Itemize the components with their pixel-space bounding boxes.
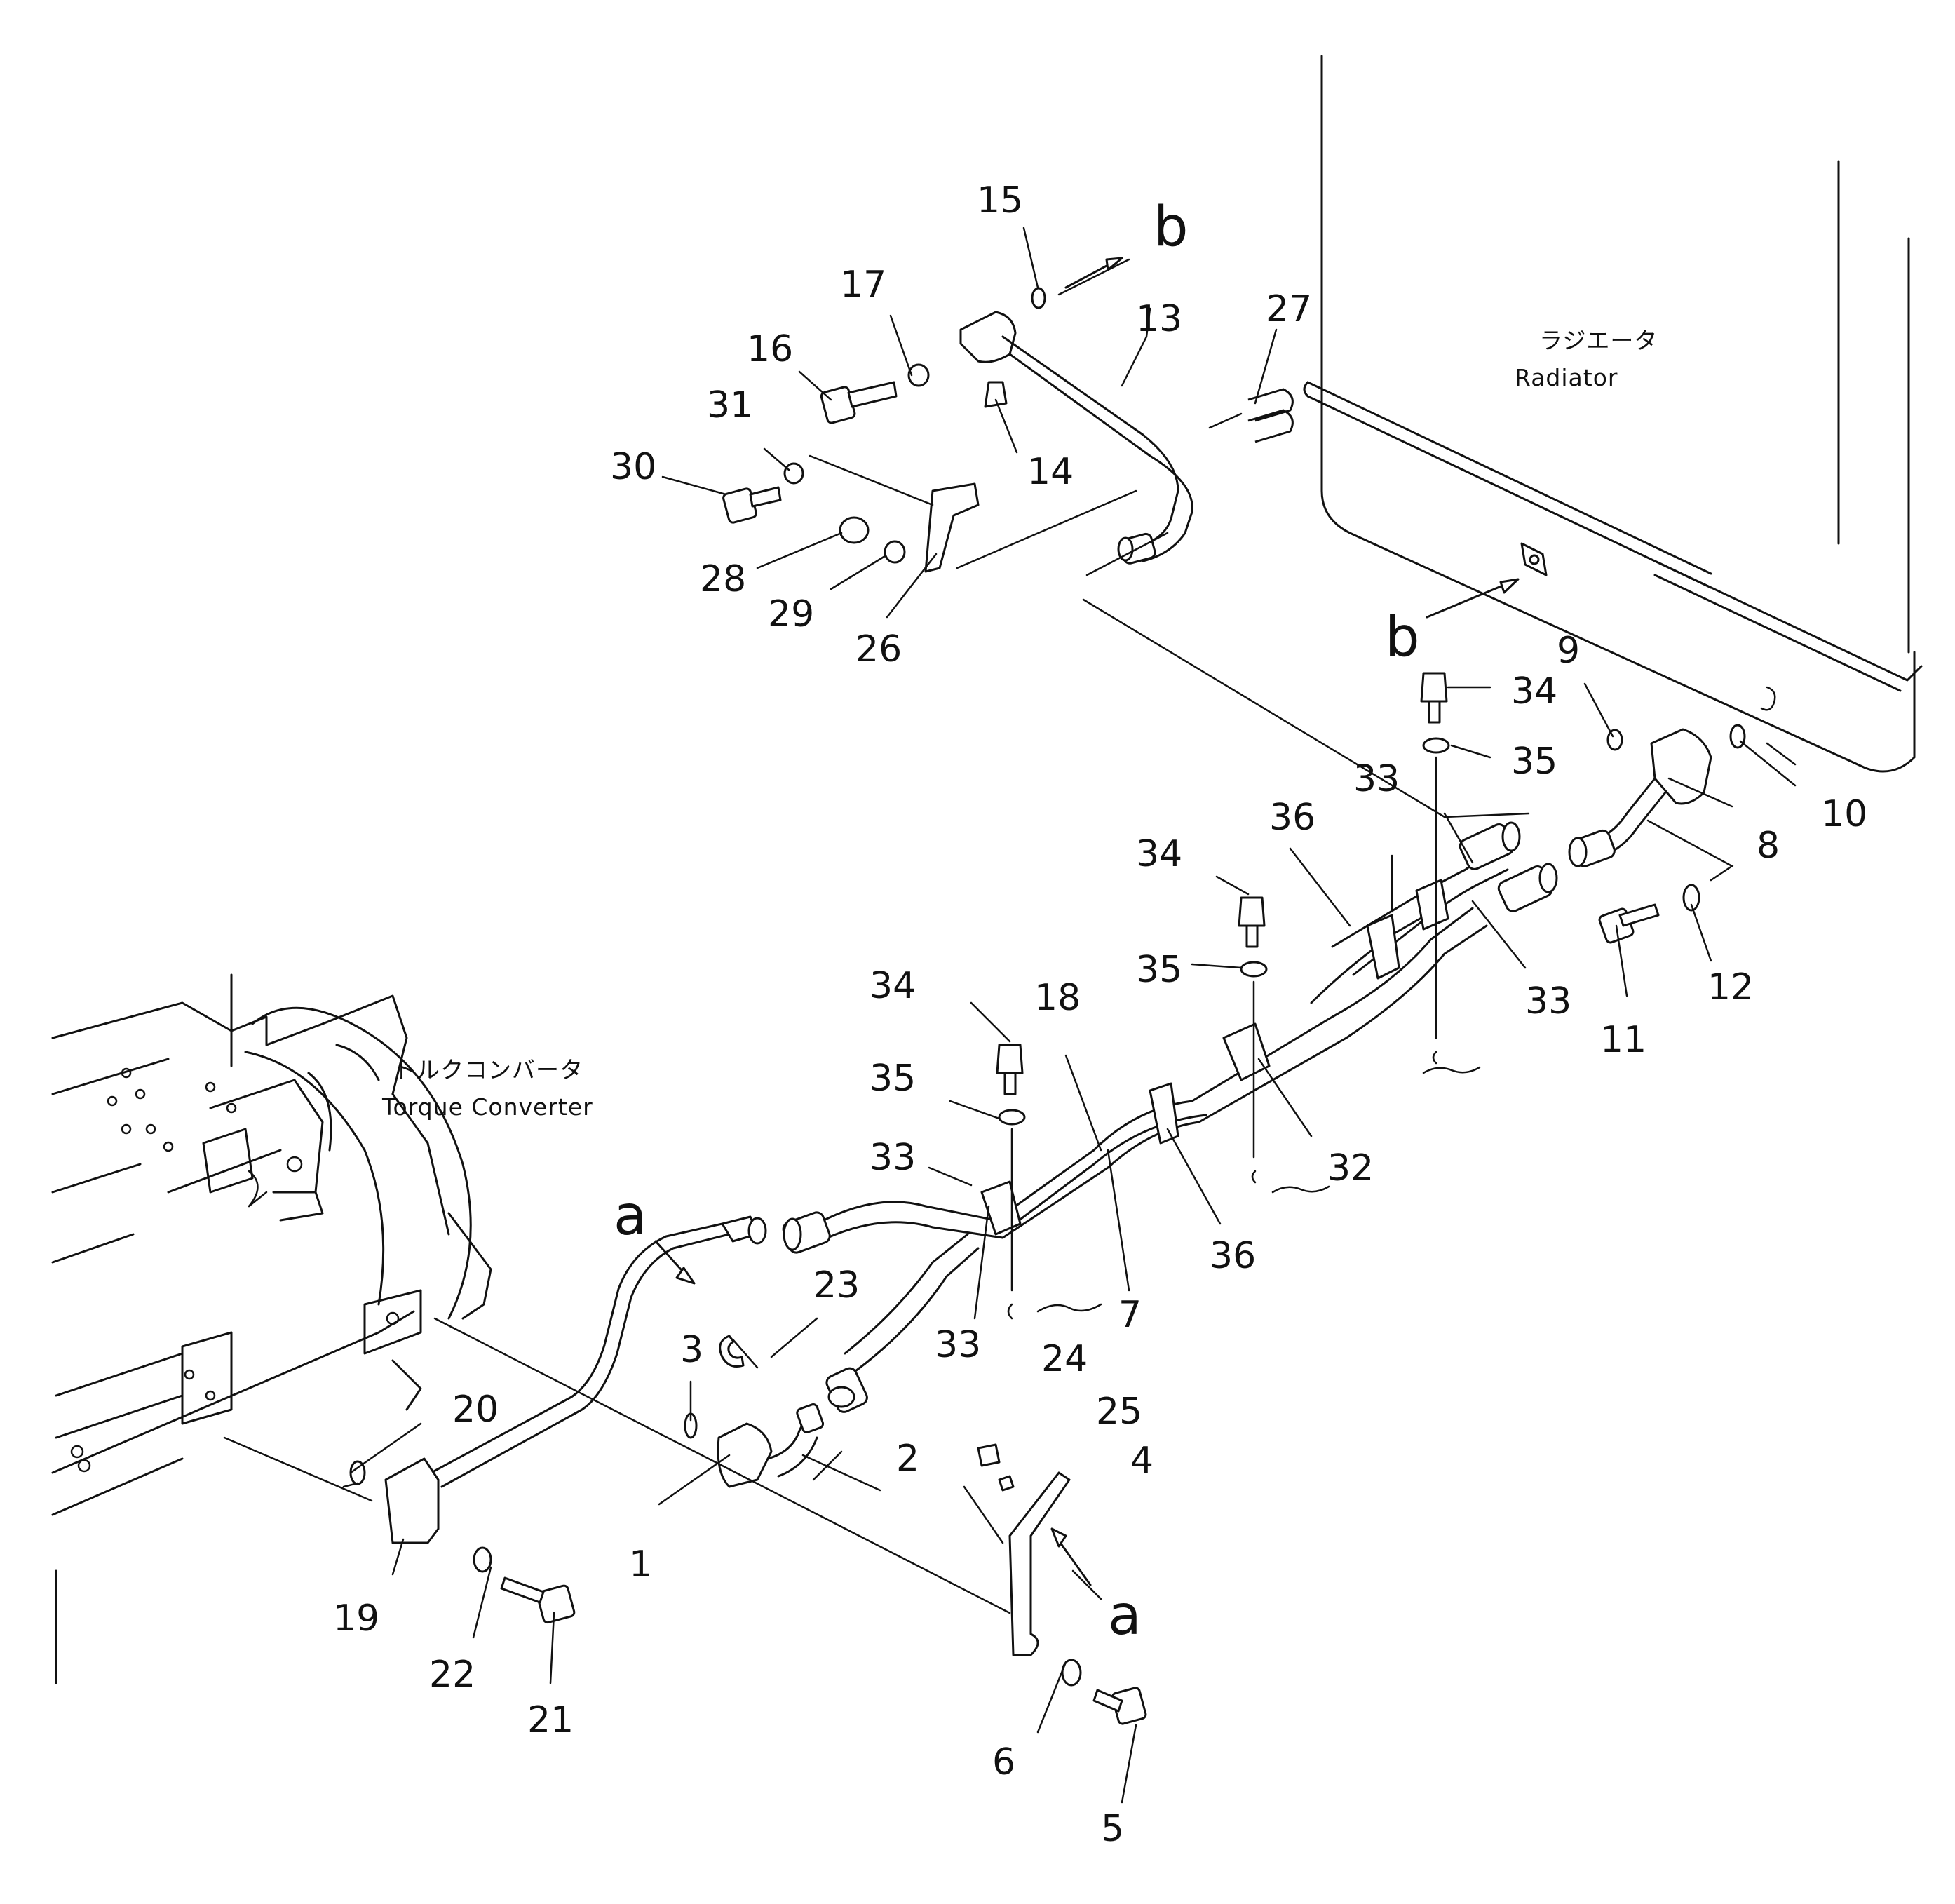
radiator: ラジエータ Radiator	[1303, 55, 1923, 773]
callout-4: 4	[1130, 1440, 1154, 1482]
callout-22: 22	[429, 1654, 475, 1696]
callout-32: 32	[1327, 1147, 1374, 1189]
view-a-label-top: a	[614, 1184, 647, 1248]
callout-5: 5	[1101, 1808, 1124, 1850]
callout-14: 14	[1027, 451, 1074, 493]
callout-11: 11	[1600, 1019, 1646, 1061]
callout-6: 6	[992, 1741, 1015, 1783]
callout-33-d: 33	[1525, 980, 1571, 1022]
view-b-label-top: b	[1154, 196, 1189, 259]
left-piping	[349, 1215, 825, 1544]
callout-24: 24	[1041, 1338, 1088, 1380]
callout-19: 19	[333, 1598, 379, 1640]
hose-assembly	[782, 821, 1558, 1413]
torque-converter-label-jp: トルクコンバータ	[393, 1056, 583, 1083]
callout-23: 23	[813, 1264, 860, 1307]
view-a-label-bottom: a	[1108, 1584, 1142, 1647]
callout-12: 12	[1707, 966, 1754, 1008]
callout-numbers: 1 2 3 4 5 6 7 8 9 10 11 12 13 14 15 16 1…	[333, 180, 1867, 1850]
callout-29: 29	[768, 593, 814, 635]
callout-13: 13	[1136, 298, 1182, 340]
callout-18: 18	[1034, 977, 1081, 1019]
callout-33-a: 33	[870, 1137, 916, 1179]
callout-34-b: 34	[1136, 833, 1182, 875]
callout-36-a: 36	[1269, 797, 1315, 839]
callout-2: 2	[896, 1438, 919, 1480]
callout-15: 15	[977, 180, 1023, 222]
callout-20: 20	[452, 1389, 499, 1431]
callout-leaders	[342, 227, 1797, 1804]
callout-10: 10	[1821, 793, 1867, 835]
radiator-label-en: Radiator	[1515, 364, 1618, 391]
view-b-label-bottom: b	[1385, 606, 1420, 669]
upper-pipe	[722, 287, 1294, 573]
callout-35-a: 35	[870, 1058, 916, 1100]
callout-33-b: 33	[935, 1324, 981, 1366]
callout-1: 1	[629, 1544, 652, 1586]
callout-9: 9	[1557, 630, 1580, 672]
callout-16: 16	[747, 328, 793, 370]
callout-33-c: 33	[1353, 758, 1400, 800]
callout-17: 17	[840, 264, 886, 306]
callout-3: 3	[680, 1329, 703, 1371]
callout-8: 8	[1757, 825, 1780, 867]
bracket-and-fasteners	[473, 672, 1481, 1725]
callout-34-c: 34	[1511, 670, 1557, 713]
callout-30: 30	[610, 446, 656, 488]
callout-28: 28	[700, 558, 746, 600]
callout-36-b: 36	[1210, 1235, 1256, 1277]
callout-35-c: 35	[1511, 741, 1557, 783]
torque-converter: トルクコンバータ Torque Converter	[51, 973, 593, 1684]
callout-31: 31	[707, 384, 753, 426]
torque-converter-label-en: Torque Converter	[381, 1093, 593, 1121]
right-pipe	[1568, 724, 1746, 944]
callout-27: 27	[1266, 288, 1312, 330]
callout-34-a: 34	[870, 965, 916, 1007]
view-arrows: a a b b	[614, 196, 1520, 1647]
callout-35-b: 35	[1136, 949, 1182, 991]
radiator-label-jp: ラジエータ	[1539, 327, 1658, 354]
callout-7: 7	[1118, 1294, 1142, 1336]
callout-25: 25	[1096, 1391, 1142, 1433]
callout-21: 21	[527, 1699, 574, 1741]
callout-26: 26	[855, 628, 902, 670]
